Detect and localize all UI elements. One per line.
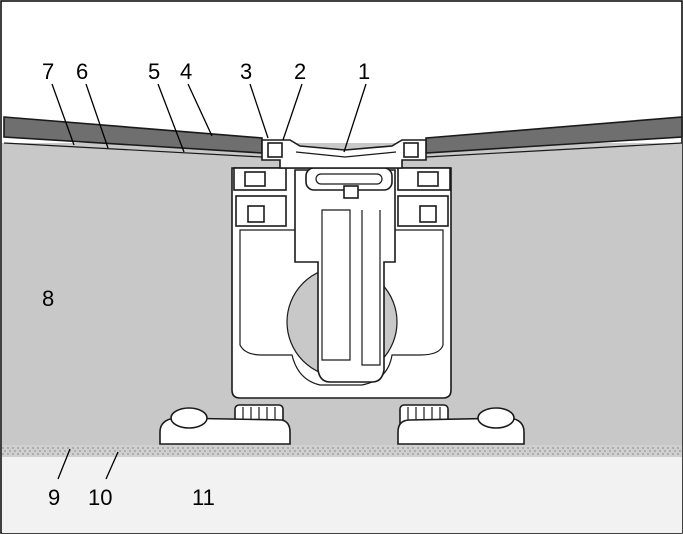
callout-8: 8 (42, 286, 54, 311)
screed-texture (2, 447, 682, 455)
callout-10: 10 (88, 485, 112, 510)
leader-lines (51, 83, 367, 480)
callout-1: 1 (358, 59, 370, 84)
leader-2 (282, 83, 303, 141)
callout-11: 11 (192, 485, 215, 510)
callout-9: 9 (48, 485, 60, 510)
callout-5: 5 (148, 59, 160, 84)
callout-4: 4 (180, 59, 192, 84)
board-underside-line-left (3, 142, 263, 158)
leader-9 (57, 448, 71, 480)
leader-4 (187, 83, 213, 137)
adjustment-foot-left (159, 404, 291, 445)
adjustment-foot-right (397, 404, 525, 445)
leader-1 (343, 83, 367, 153)
leader-5 (157, 83, 185, 153)
callout-2: 2 (294, 59, 306, 84)
callout-7: 7 (42, 59, 54, 84)
leader-10 (105, 451, 119, 480)
callout-3: 3 (240, 59, 252, 84)
callout-6: 6 (76, 59, 88, 84)
leader-3 (249, 83, 269, 139)
leader-6 (85, 83, 109, 149)
leader-7 (51, 83, 75, 146)
pedestal-housing (231, 167, 452, 399)
joint-cap (261, 139, 427, 169)
board-underside-line-right (425, 142, 683, 158)
floor-slab (2, 455, 682, 533)
